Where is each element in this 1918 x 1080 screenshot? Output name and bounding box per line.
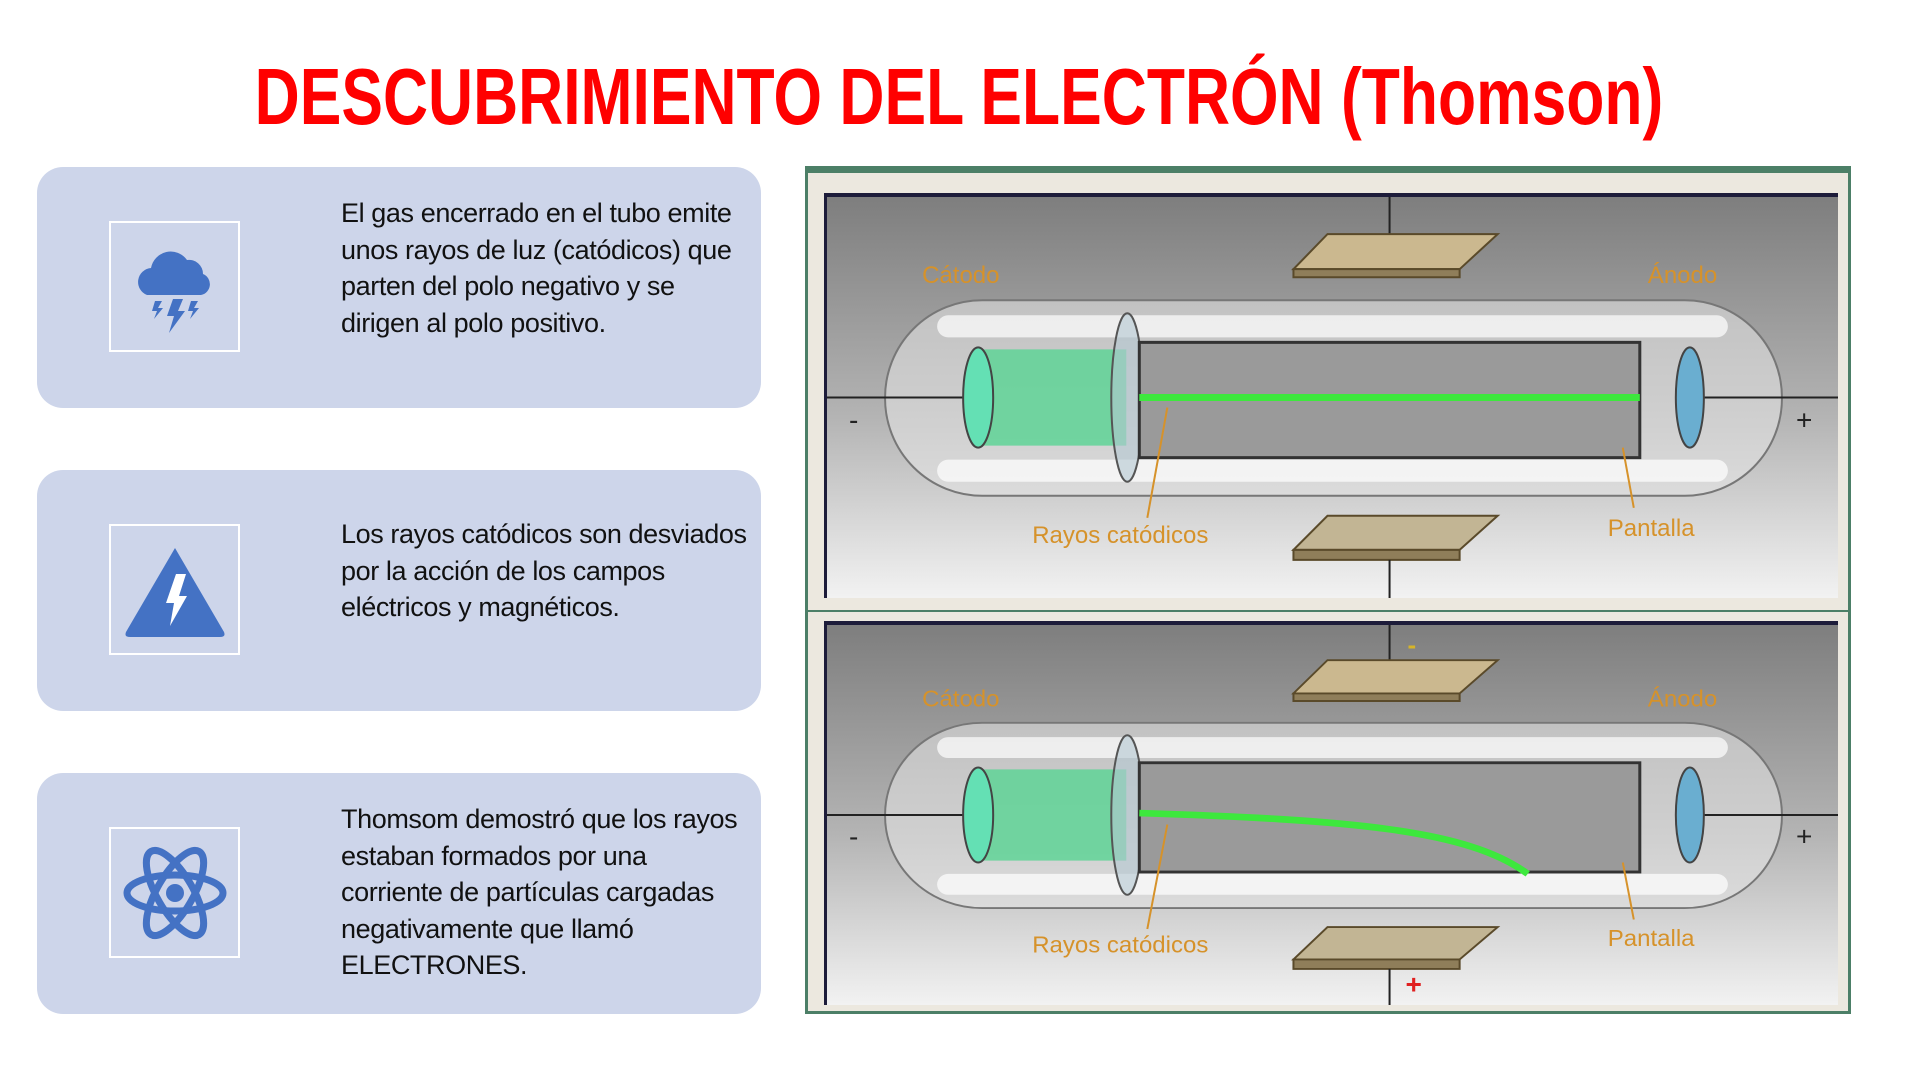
thomson-tube-figure: Cátodo Ánodo Rayos catódicos Pantalla - … [805, 166, 1851, 1014]
anode-label: Ánodo [1648, 686, 1717, 711]
cathode-rays-label: Rayos catódicos [1032, 932, 1208, 957]
negative-terminal: - [849, 821, 858, 851]
tube-diagram-deflected: Cátodo Ánodo Rayos catódicos Pantalla - … [824, 621, 1838, 1005]
negative-terminal: - [849, 405, 858, 436]
anode-label: Ánodo [1648, 262, 1717, 289]
info-card-deflection: Los rayos catódicos son desviados por la… [37, 470, 761, 711]
cathode-ray-beam [1139, 809, 1530, 877]
atom-icon [109, 827, 240, 958]
top-deflection-plate [1291, 233, 1501, 271]
plate-positive-sign: + [1406, 969, 1422, 999]
bottom-deflection-plate [1291, 926, 1501, 961]
cathode-disk [962, 346, 995, 449]
high-voltage-warning-icon [109, 524, 240, 655]
card-text: Thomsom demostró que los rayos estaban f… [341, 804, 738, 980]
screen-label: Pantalla [1608, 515, 1695, 542]
info-card-gas: El gas encerrado en el tubo emite unos r… [37, 167, 761, 408]
cathode-rays-label: Rayos catódicos [1032, 522, 1208, 549]
cathode-label: Cátodo [922, 686, 999, 711]
tube-diagram-undeflected: Cátodo Ánodo Rayos catódicos Pantalla - … [824, 193, 1838, 598]
top-deflection-plate [1291, 659, 1501, 695]
screen-label: Pantalla [1608, 926, 1696, 951]
anode-disk [1674, 766, 1705, 864]
card-text: El gas encerrado en el tubo emite unos r… [341, 198, 732, 338]
info-card-electrons: Thomsom demostró que los rayos estaban f… [37, 773, 761, 1014]
card-text: Los rayos catódicos son desviados por la… [341, 519, 747, 622]
page-title: DESCUBRIMIENTO DEL ELECTRÓN (Thomson) [254, 52, 1664, 141]
cathode-label: Cátodo [922, 262, 999, 289]
cathode-disk [962, 766, 995, 864]
storm-cloud-icon [109, 221, 240, 352]
plate-negative-sign: - [1408, 632, 1417, 659]
anode-disk [1674, 346, 1705, 449]
bottom-deflection-plate [1291, 514, 1501, 551]
divider [808, 610, 1848, 612]
positive-terminal: + [1796, 405, 1812, 436]
positive-terminal: + [1796, 821, 1812, 851]
